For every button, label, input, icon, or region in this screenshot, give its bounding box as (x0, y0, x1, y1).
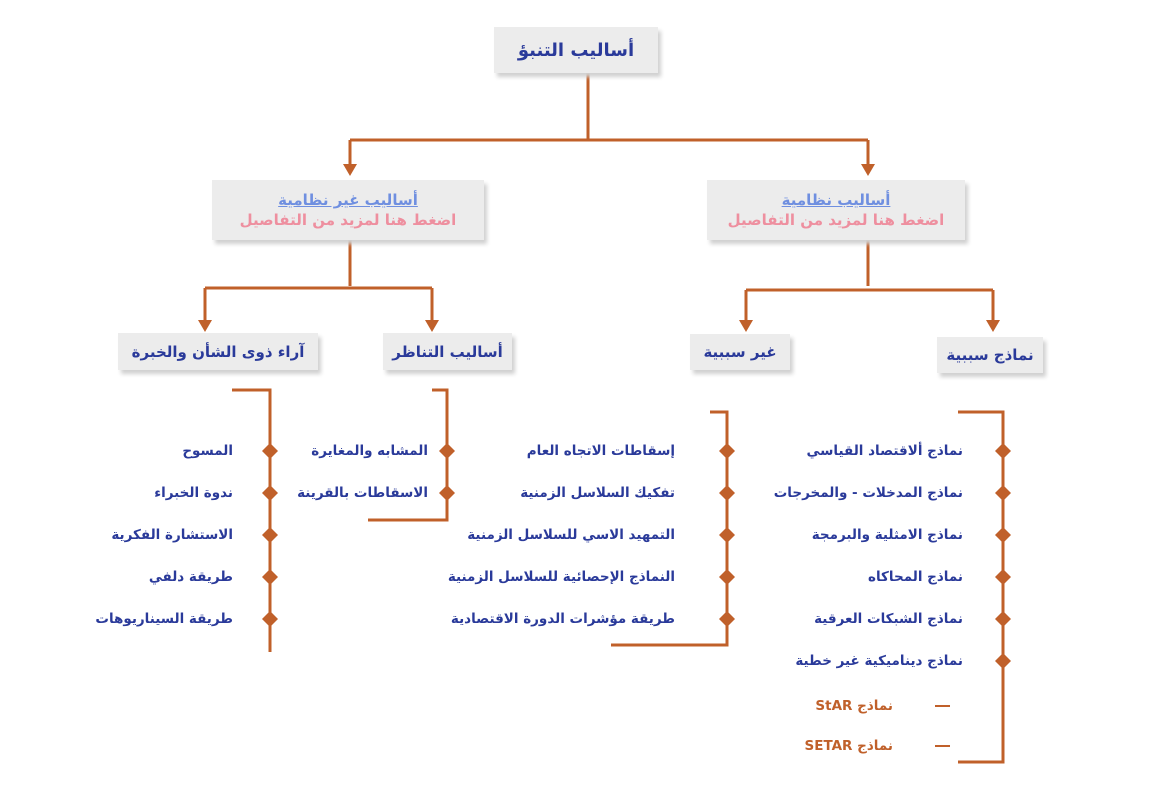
bullet-dot (995, 443, 1011, 459)
bullet-dot (719, 611, 735, 627)
bullet-dot (439, 485, 455, 501)
noncausal-item: إسقاطات الاتجاه العام (526, 443, 675, 459)
bullet-dot (439, 443, 455, 459)
informal-methods-box[interactable]: أساليب غير نظامية اضغط هنا لمزيد من التف… (212, 180, 484, 240)
noncausal-item: طريقة مؤشرات الدورة الاقتصادية (450, 611, 675, 627)
bullet-dot (995, 611, 1011, 627)
formal-details-hint[interactable]: اضغط هنا لمزيد من التفاصيل (727, 211, 945, 229)
sub-dashes (935, 705, 950, 747)
arrowheads (198, 164, 1000, 332)
noncausal-label: غير سببية (703, 343, 777, 361)
analogy-label: أساليب التناظر (392, 342, 503, 361)
noncausal-box: غير سببية (690, 334, 790, 370)
causal-box: نماذج سببية (937, 337, 1043, 373)
bullet-dot (719, 527, 735, 543)
bullet-dot (262, 527, 278, 543)
expert-label: آراء ذوى الشأن والخبرة (131, 342, 305, 361)
expert-item: طريقة السيناريوهات (95, 611, 233, 627)
root-box: أساليب التنبؤ (494, 27, 658, 73)
causal-subitem: نماذج StAR (815, 698, 893, 714)
bullet-dot (262, 569, 278, 585)
expert-bracket (232, 388, 272, 652)
noncausal-item: تفكيك السلاسل الزمنية (520, 485, 675, 501)
formal-methods-box[interactable]: أساليب نظامية اضغط هنا لمزيد من التفاصيل (707, 180, 965, 240)
formal-methods-link[interactable]: أساليب نظامية (781, 191, 891, 209)
causal-item: نماذج المحاكاه (868, 569, 963, 585)
bullet-dot (995, 527, 1011, 543)
noncausal-item: النماذج الإحصائية للسلاسل الزمنية (447, 569, 675, 585)
expert-item: طريقة دلفي (148, 569, 233, 585)
expert-item: ندوة الخبراء (154, 485, 233, 501)
causal-label: نماذج سببية (946, 346, 1034, 364)
formal-connector (744, 240, 995, 328)
root-connector (348, 73, 870, 172)
bullet-dot (262, 485, 278, 501)
informal-details-hint[interactable]: اضغط هنا لمزيد من التفاصيل (239, 211, 457, 229)
informal-connector (203, 240, 434, 328)
expert-item: الاستشارة الفكرية (111, 527, 233, 543)
bullet-dot (719, 569, 735, 585)
bullet-dot (995, 485, 1011, 501)
causal-item: نماذج المدخلات - والمخرجات (773, 485, 963, 501)
bullet-dot (262, 443, 278, 459)
bullet-dot (719, 443, 735, 459)
expert-item: المسوح (182, 443, 233, 459)
bullet-dots (262, 443, 1011, 669)
bullet-dot (262, 611, 278, 627)
bullet-dot (719, 485, 735, 501)
root-label: أساليب التنبؤ (517, 39, 635, 61)
analogy-item: المشابه والمغايرة (311, 443, 428, 459)
expert-box: آراء ذوى الشأن والخبرة (118, 333, 318, 370)
bullet-dot (995, 653, 1011, 669)
noncausal-item: التمهيد الاسي للسلاسل الزمنية (467, 527, 675, 543)
analogy-item: الاسقاطات بالقرينة (297, 485, 428, 501)
informal-methods-link[interactable]: أساليب غير نظامية (278, 191, 418, 209)
causal-item: نماذج ألاقتصاد القياسي (806, 443, 963, 459)
causal-bracket (958, 410, 1005, 764)
analogy-box: أساليب التناظر (383, 333, 512, 370)
causal-subitem: نماذج SETAR (804, 738, 894, 754)
causal-item: نماذج ديناميكية غير خطية (795, 653, 963, 669)
bullet-dot (995, 569, 1011, 585)
causal-item: نماذج الامثلية والبرمجة (811, 527, 963, 543)
causal-item: نماذج الشبكات العرقية (814, 611, 963, 627)
